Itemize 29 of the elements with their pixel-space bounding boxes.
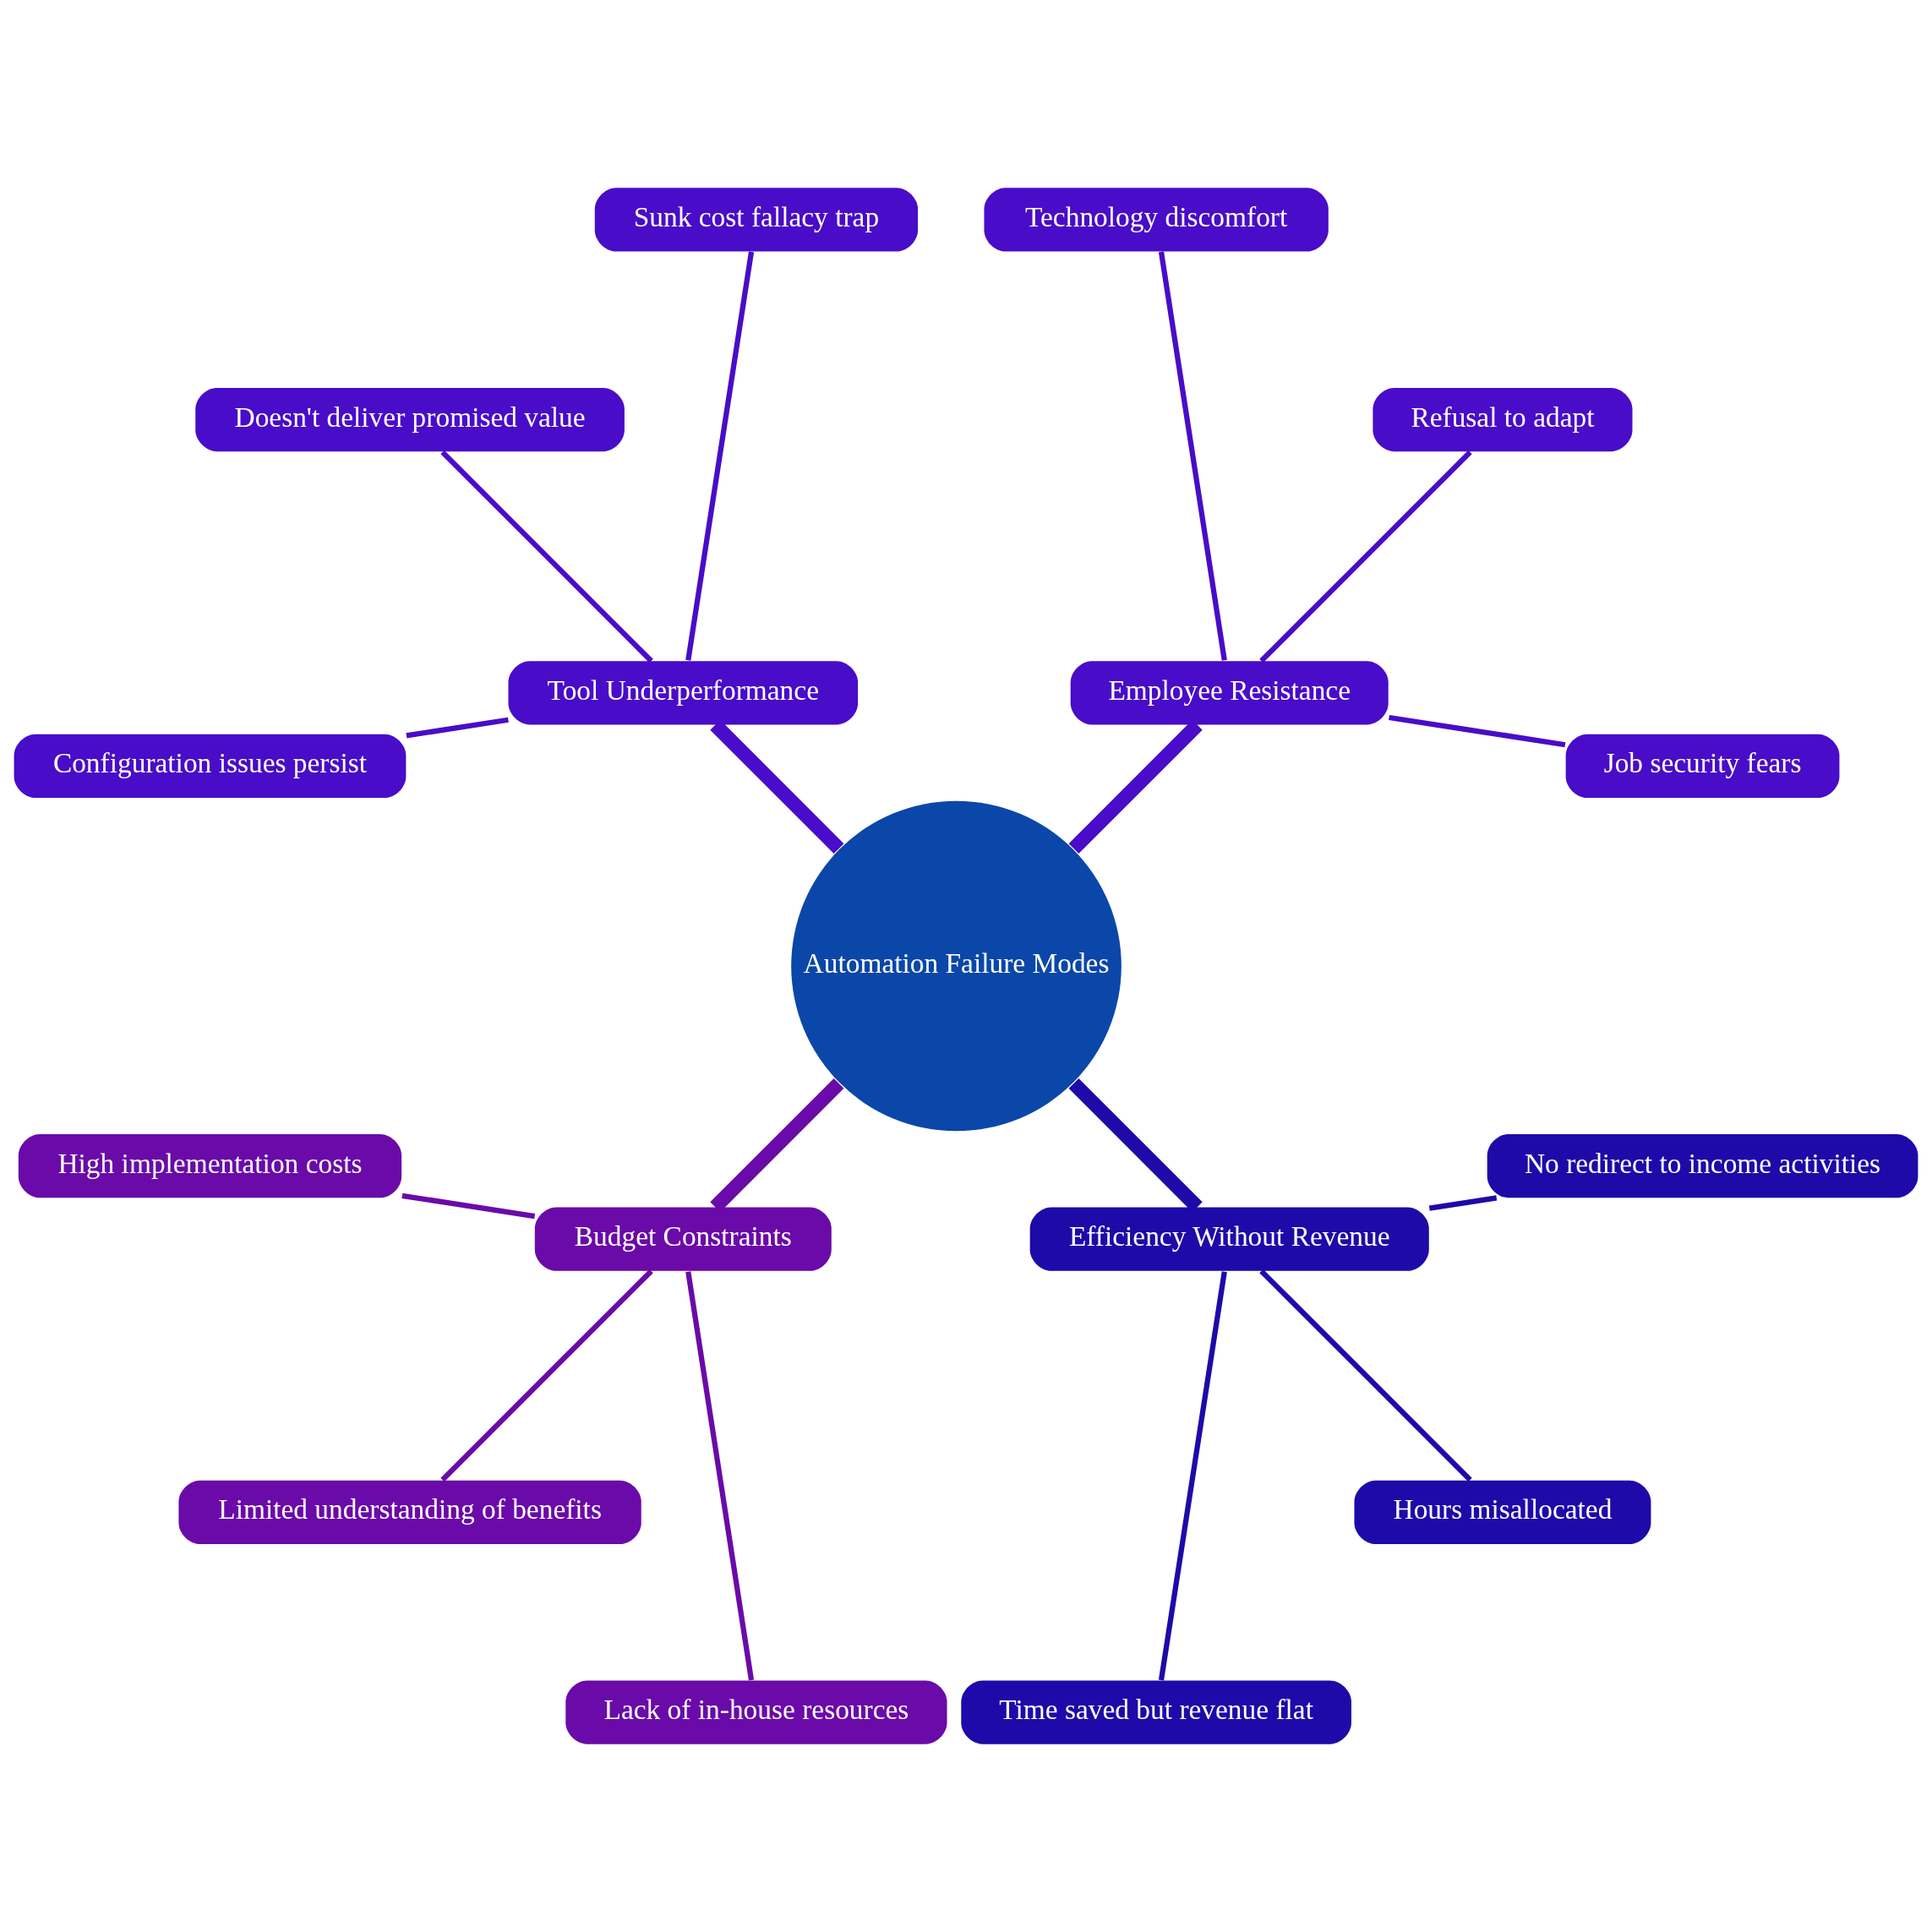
node-box: Sunk cost fallacy trap	[594, 188, 919, 252]
node-circle: Automation Failure Modes	[791, 800, 1122, 1132]
node-box: Job security fears	[1565, 734, 1840, 798]
node-box: Hours misallocated	[1354, 1480, 1651, 1545]
connector	[1158, 251, 1227, 661]
node-box: High implementation costs	[18, 1134, 402, 1198]
node-box: Technology discomfort	[984, 188, 1329, 252]
connector	[1428, 1195, 1498, 1211]
connector	[440, 450, 653, 663]
node-box: Employee Resistance	[1070, 661, 1389, 725]
node-box: Configuration issues persist	[14, 734, 407, 798]
node-box: Budget Constraints	[534, 1207, 832, 1271]
node-box: No redirect to income activities	[1487, 1134, 1918, 1198]
connector	[440, 1269, 653, 1482]
node-box: Doesn't deliver promised value	[195, 387, 625, 452]
connector	[685, 251, 755, 661]
connector	[1259, 1269, 1472, 1482]
node-box: Lack of in-house resources	[565, 1680, 947, 1744]
connector	[406, 717, 509, 739]
connector	[685, 1271, 755, 1681]
node-box: Refusal to adapt	[1373, 387, 1633, 452]
connector	[1389, 714, 1566, 748]
node-box: Limited understanding of benefits	[178, 1480, 641, 1545]
connector	[1158, 1271, 1227, 1681]
node-box: Time saved but revenue flat	[961, 1680, 1351, 1744]
connector	[1259, 450, 1472, 663]
node-box: Efficiency Without Revenue	[1029, 1207, 1429, 1271]
node-box: Tool Underperformance	[508, 661, 859, 725]
connector	[401, 1192, 536, 1220]
